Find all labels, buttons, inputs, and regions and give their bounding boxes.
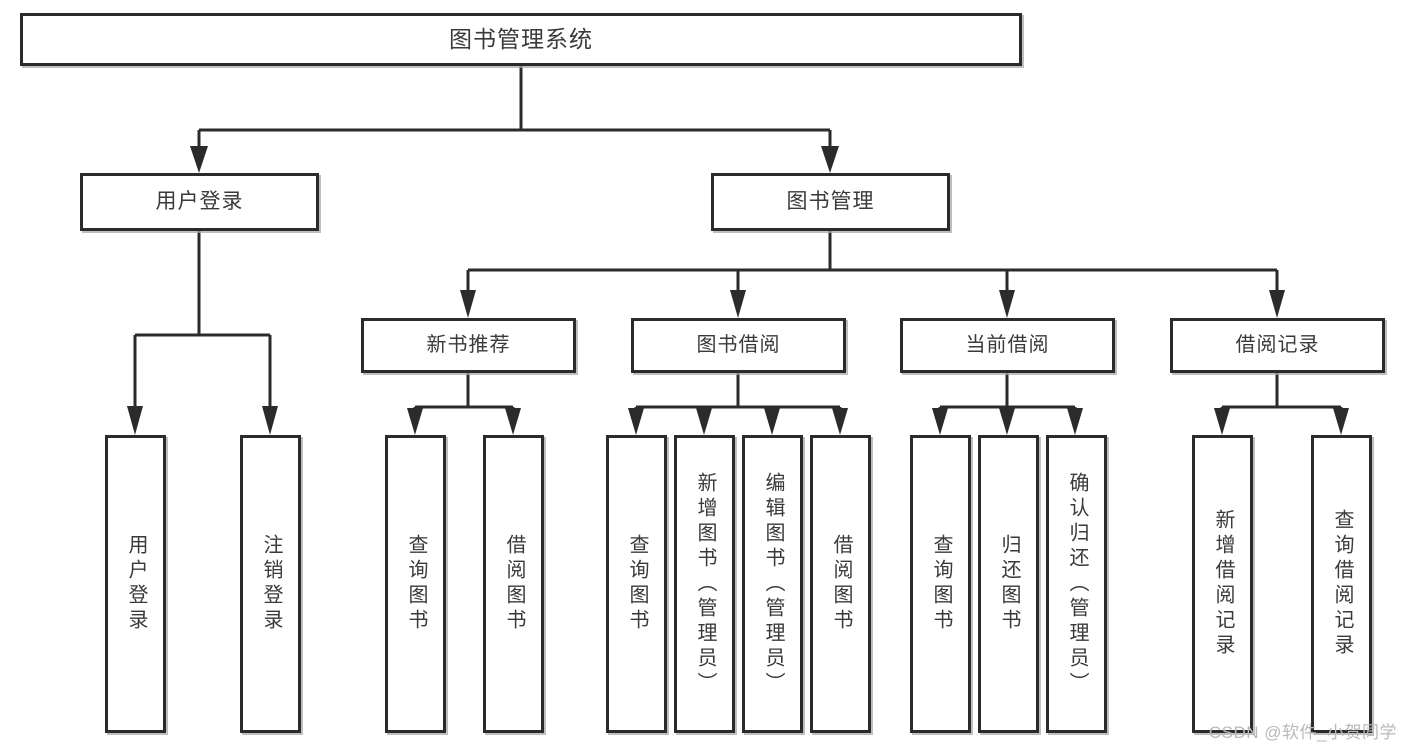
arrow-head-leaf-10 <box>1067 408 1083 435</box>
arrow-head-new-book <box>460 290 476 318</box>
node-label: 图书管理系统 <box>449 26 593 53</box>
leaf-edit-book-admin[interactable]: 编辑图书（管理员） <box>742 435 803 733</box>
node-label: 借阅记录 <box>1235 334 1320 356</box>
node-label: 新增借阅记录 <box>1212 509 1234 659</box>
node-label: 新书推荐 <box>426 334 511 356</box>
arrow-head-user-login <box>190 146 208 173</box>
node-current-borrow[interactable]: 当前借阅 <box>900 318 1115 373</box>
arrow-head-leaf-6 <box>764 408 780 435</box>
arrow-head-current <box>999 290 1015 318</box>
watermark-text: CSDN @软件_小贺同学 <box>1208 723 1397 742</box>
arrow-head-leaf-12 <box>1333 408 1349 435</box>
node-label: 图书管理 <box>786 189 875 213</box>
leaf-add-borrow-record[interactable]: 新增借阅记录 <box>1192 435 1253 733</box>
arrow-head-leaf-8 <box>932 408 948 435</box>
node-label: 查询图书 <box>626 534 648 634</box>
leaf-query-book-borrow[interactable]: 查询图书 <box>606 435 667 733</box>
leaf-query-borrow-record[interactable]: 查询借阅记录 <box>1311 435 1372 733</box>
node-label: 用户登录 <box>125 534 147 634</box>
arrow-head-record <box>1269 290 1285 318</box>
node-label: 借阅图书 <box>503 534 525 634</box>
arrow-head-leaf-11 <box>1214 408 1230 435</box>
node-label: 查询图书 <box>405 534 427 634</box>
node-user-login[interactable]: 用户登录 <box>80 173 319 231</box>
node-label: 确认归还（管理员） <box>1066 471 1088 697</box>
node-new-book-recommend[interactable]: 新书推荐 <box>361 318 576 373</box>
node-root-system[interactable]: 图书管理系统 <box>20 13 1022 66</box>
node-label: 当前借阅 <box>965 334 1050 356</box>
arrow-head-borrow <box>730 290 746 318</box>
leaf-borrow-book[interactable]: 借阅图书 <box>810 435 871 733</box>
arrow-head-leaf-0 <box>127 406 143 435</box>
node-label: 新增图书（管理员） <box>694 471 716 697</box>
node-borrow-record[interactable]: 借阅记录 <box>1170 318 1385 373</box>
leaf-return-book[interactable]: 归还图书 <box>978 435 1039 733</box>
arrow-head-leaf-9 <box>999 408 1015 435</box>
node-book-management[interactable]: 图书管理 <box>711 173 950 231</box>
node-label: 注销登录 <box>260 534 282 634</box>
node-label: 归还图书 <box>998 534 1020 634</box>
arrow-head-leaf-2 <box>407 408 423 435</box>
leaf-query-book-recommend[interactable]: 查询图书 <box>385 435 446 733</box>
leaf-borrow-book-recommend[interactable]: 借阅图书 <box>483 435 544 733</box>
arrow-head-leaf-1 <box>262 406 278 435</box>
leaf-query-book-current[interactable]: 查询图书 <box>910 435 971 733</box>
leaf-logout[interactable]: 注销登录 <box>240 435 301 733</box>
arrow-head-leaf-7 <box>832 408 848 435</box>
leaf-confirm-return-admin[interactable]: 确认归还（管理员） <box>1046 435 1107 733</box>
node-label: 用户登录 <box>155 189 244 213</box>
node-label: 查询借阅记录 <box>1331 509 1353 659</box>
node-book-borrow[interactable]: 图书借阅 <box>631 318 846 373</box>
arrow-head-leaf-4 <box>628 408 644 435</box>
leaf-add-book-admin[interactable]: 新增图书（管理员） <box>674 435 735 733</box>
node-label: 编辑图书（管理员） <box>762 471 784 697</box>
node-label: 查询图书 <box>930 534 952 634</box>
arrow-head-leaf-5 <box>696 408 712 435</box>
node-label: 借阅图书 <box>830 534 852 634</box>
arrow-head-book-manage <box>821 146 839 173</box>
arrow-head-leaf-3 <box>505 408 521 435</box>
leaf-user-login[interactable]: 用户登录 <box>105 435 166 733</box>
node-label: 图书借阅 <box>696 334 781 356</box>
